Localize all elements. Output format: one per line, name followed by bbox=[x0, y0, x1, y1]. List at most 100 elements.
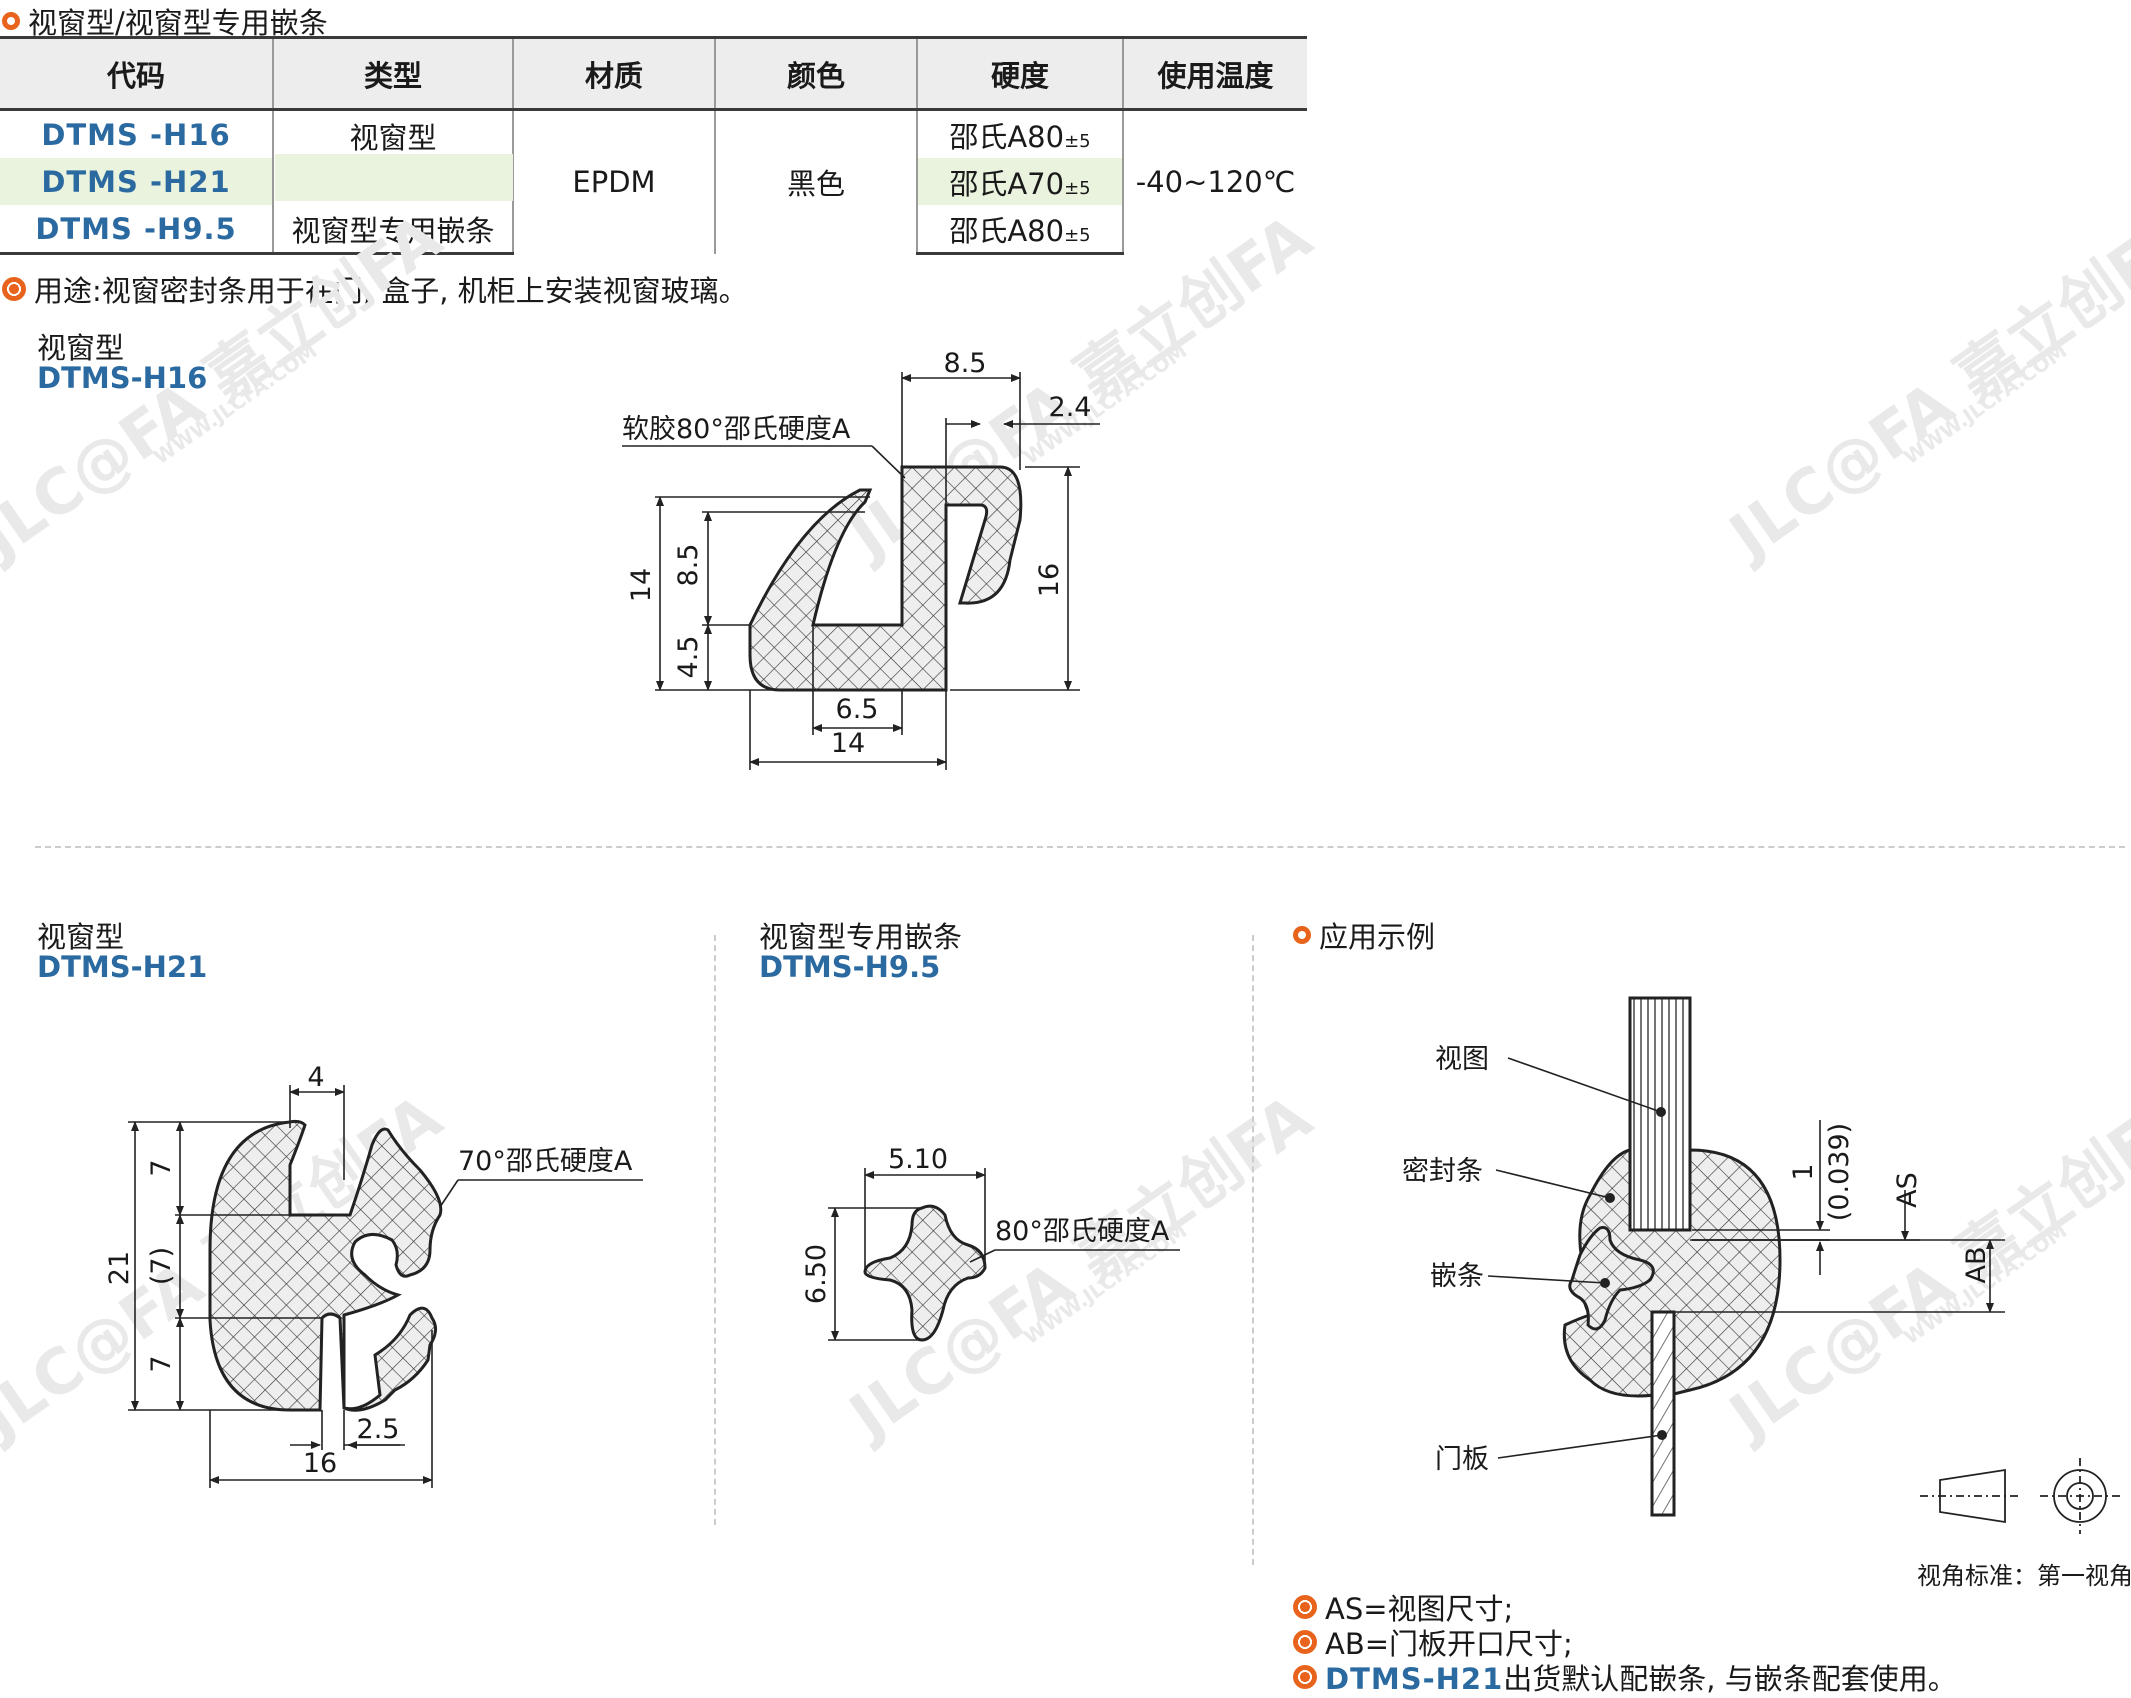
type-cell-highlight bbox=[275, 154, 513, 201]
bullet-icon bbox=[1293, 1630, 1317, 1654]
app-dim-one: 1 bbox=[1788, 1163, 1819, 1180]
cell-material-text: EPDM bbox=[572, 165, 656, 200]
table-row: DTMS -H9.5 视窗型专用嵌条 邵氏A80±5 bbox=[0, 205, 1307, 255]
col-header-material: 材质 bbox=[512, 36, 715, 111]
note-code: DTMS-H21 bbox=[1325, 1662, 1504, 1696]
table-row: DTMS -H21 邵氏A70±5 bbox=[0, 158, 1307, 205]
projection-symbol-icon bbox=[1920, 1458, 2120, 1534]
app-seal-cross-section bbox=[1562, 1148, 1782, 1398]
h16-dim-height-upper: 8.5 bbox=[673, 544, 704, 587]
h21-dim-width: 16 bbox=[303, 1448, 337, 1479]
h16-seal-profile bbox=[748, 465, 1023, 692]
h16-material-note: 软胶80°邵氏硬度A bbox=[622, 414, 851, 445]
section-title-spec: 视窗型/视窗型专用嵌条 bbox=[2, 0, 328, 42]
leader-dot bbox=[1600, 1278, 1610, 1288]
leader-dot bbox=[1656, 1107, 1666, 1117]
app-dim-as: AS bbox=[1892, 1172, 1923, 1208]
cell-type: 视窗型专用嵌条 bbox=[272, 205, 513, 255]
col-header-hardness: 硬度 bbox=[916, 36, 1123, 111]
h21-type-label: 视窗型 bbox=[37, 920, 125, 954]
h21-dim-bottom: 7 bbox=[146, 1355, 177, 1372]
col-header-temperature: 使用温度 bbox=[1122, 36, 1307, 111]
h95-strip-profile bbox=[863, 1204, 987, 1342]
h95-dim-height: 6.50 bbox=[801, 1244, 832, 1304]
orange-ring-icon bbox=[1293, 926, 1311, 944]
note-h21: DTMS-H21出货默认配嵌条, 与嵌条配套使用。 bbox=[1293, 1656, 1957, 1698]
orange-ring-icon bbox=[2, 12, 20, 30]
col-header-type: 类型 bbox=[272, 36, 513, 111]
h16-dim-bottom-inner: 6.5 bbox=[836, 694, 879, 725]
bullet-icon bbox=[1293, 1665, 1317, 1689]
h16-dim-height-lower: 4.5 bbox=[673, 636, 704, 679]
note-text: 出货默认配嵌条, 与嵌条配套使用。 bbox=[1503, 1662, 1957, 1696]
application-title-text: 应用示例 bbox=[1319, 920, 1436, 954]
note-text: AS=视图尺寸; bbox=[1325, 1592, 1514, 1626]
h16-dim-top-width: 8.5 bbox=[944, 348, 987, 379]
cell-hardness: 邵氏A80±5 bbox=[916, 109, 1123, 158]
h16-dim-slot: 2.4 bbox=[1049, 392, 1092, 423]
app-door-panel bbox=[1650, 1310, 1676, 1517]
h95-type-label: 视窗型专用嵌条 bbox=[759, 920, 963, 954]
bullet-icon bbox=[2, 277, 26, 301]
h16-type-label: 视窗型 bbox=[37, 331, 125, 365]
h16-dim-height-left: 14 bbox=[626, 568, 657, 602]
note-text: AB=门板开口尺寸; bbox=[1325, 1627, 1573, 1661]
app-label-seal: 密封条 bbox=[1402, 1156, 1483, 1187]
app-strip-cross-section bbox=[1568, 1226, 1655, 1331]
section-title-text: 视窗型/视窗型专用嵌条 bbox=[28, 6, 328, 40]
cell-code: DTMS -H9.5 bbox=[0, 205, 273, 255]
column-divider bbox=[1252, 935, 1254, 1565]
cell-code: DTMS -H21 bbox=[0, 158, 273, 205]
col-header-code: 代码 bbox=[0, 36, 273, 111]
h21-material-note: 70°邵氏硬度A bbox=[458, 1146, 633, 1177]
hardness-tol: ±5 bbox=[1064, 224, 1091, 246]
h95-dim-width: 5.10 bbox=[888, 1144, 948, 1175]
note-as: AS=视图尺寸; bbox=[1293, 1586, 1513, 1628]
cell-temperature-text: -40~120℃ bbox=[1135, 165, 1296, 200]
usage-note: 用途:视窗密封条用于在门, 盒子, 机柜上安装视窗玻璃。 bbox=[2, 268, 748, 310]
h95-code-label: DTMS-H9.5 bbox=[759, 950, 941, 984]
hardness-tol: ±5 bbox=[1064, 177, 1091, 199]
app-label-strip: 嵌条 bbox=[1430, 1261, 1484, 1292]
h21-code-label: DTMS-H21 bbox=[37, 950, 208, 984]
hardness-value: 邵氏A80 bbox=[949, 119, 1065, 154]
cell-material: EPDM bbox=[512, 109, 715, 254]
hardness-tol: ±5 bbox=[1064, 130, 1091, 152]
hardness-value: 邵氏A80 bbox=[949, 213, 1065, 248]
h21-dim-total: 21 bbox=[104, 1251, 135, 1285]
spec-table: 代码 类型 材质 颜色 硬度 使用温度 DTMS -H16 视窗型 EPDM 黑… bbox=[0, 36, 1307, 255]
app-label-door: 门板 bbox=[1435, 1444, 1489, 1475]
leader-dot bbox=[1605, 1193, 1615, 1203]
cell-color: 黑色 bbox=[714, 109, 917, 254]
table-row: DTMS -H16 视窗型 EPDM 黑色 邵氏A80±5 -40~120℃ bbox=[0, 109, 1307, 254]
cell-hardness: 邵氏A70±5 bbox=[916, 158, 1123, 205]
note-ab: AB=门板开口尺寸; bbox=[1293, 1621, 1573, 1663]
column-divider bbox=[714, 935, 716, 1525]
h21-seal-profile bbox=[208, 1119, 443, 1412]
app-dim-one-inch: (0.039) bbox=[1824, 1123, 1855, 1221]
cell-type-text: 视窗型 bbox=[349, 121, 437, 155]
projection-note: 视角标准：第一视角 bbox=[1917, 1562, 2131, 1590]
leader-dot bbox=[1657, 1430, 1667, 1440]
h16-dim-bottom-width: 14 bbox=[831, 728, 865, 759]
bullet-icon bbox=[1293, 1595, 1317, 1619]
app-label-view: 视图 bbox=[1435, 1044, 1489, 1075]
cell-color-text: 黑色 bbox=[786, 167, 845, 202]
h21-dim-top: 7 bbox=[146, 1159, 177, 1176]
h21-dim-top-gap: 4 bbox=[307, 1062, 324, 1093]
app-dim-ab: AB bbox=[1961, 1247, 1992, 1284]
table-header-row: 代码 类型 材质 颜色 硬度 使用温度 bbox=[0, 36, 1307, 111]
hardness-value: 邵氏A70 bbox=[949, 166, 1065, 201]
cell-temperature: -40~120℃ bbox=[1122, 109, 1307, 254]
col-header-color: 颜色 bbox=[714, 36, 917, 111]
usage-note-text: 用途:视窗密封条用于在门, 盒子, 机柜上安装视窗玻璃。 bbox=[34, 274, 748, 308]
h21-dim-bottom-gap: 2.5 bbox=[357, 1414, 400, 1445]
section-divider bbox=[35, 846, 2125, 848]
h16-dim-height-total: 16 bbox=[1034, 563, 1065, 597]
cell-hardness: 邵氏A80±5 bbox=[916, 205, 1123, 255]
cell-code: DTMS -H16 bbox=[41, 117, 231, 152]
h21-dim-mid: (7) bbox=[146, 1247, 177, 1285]
